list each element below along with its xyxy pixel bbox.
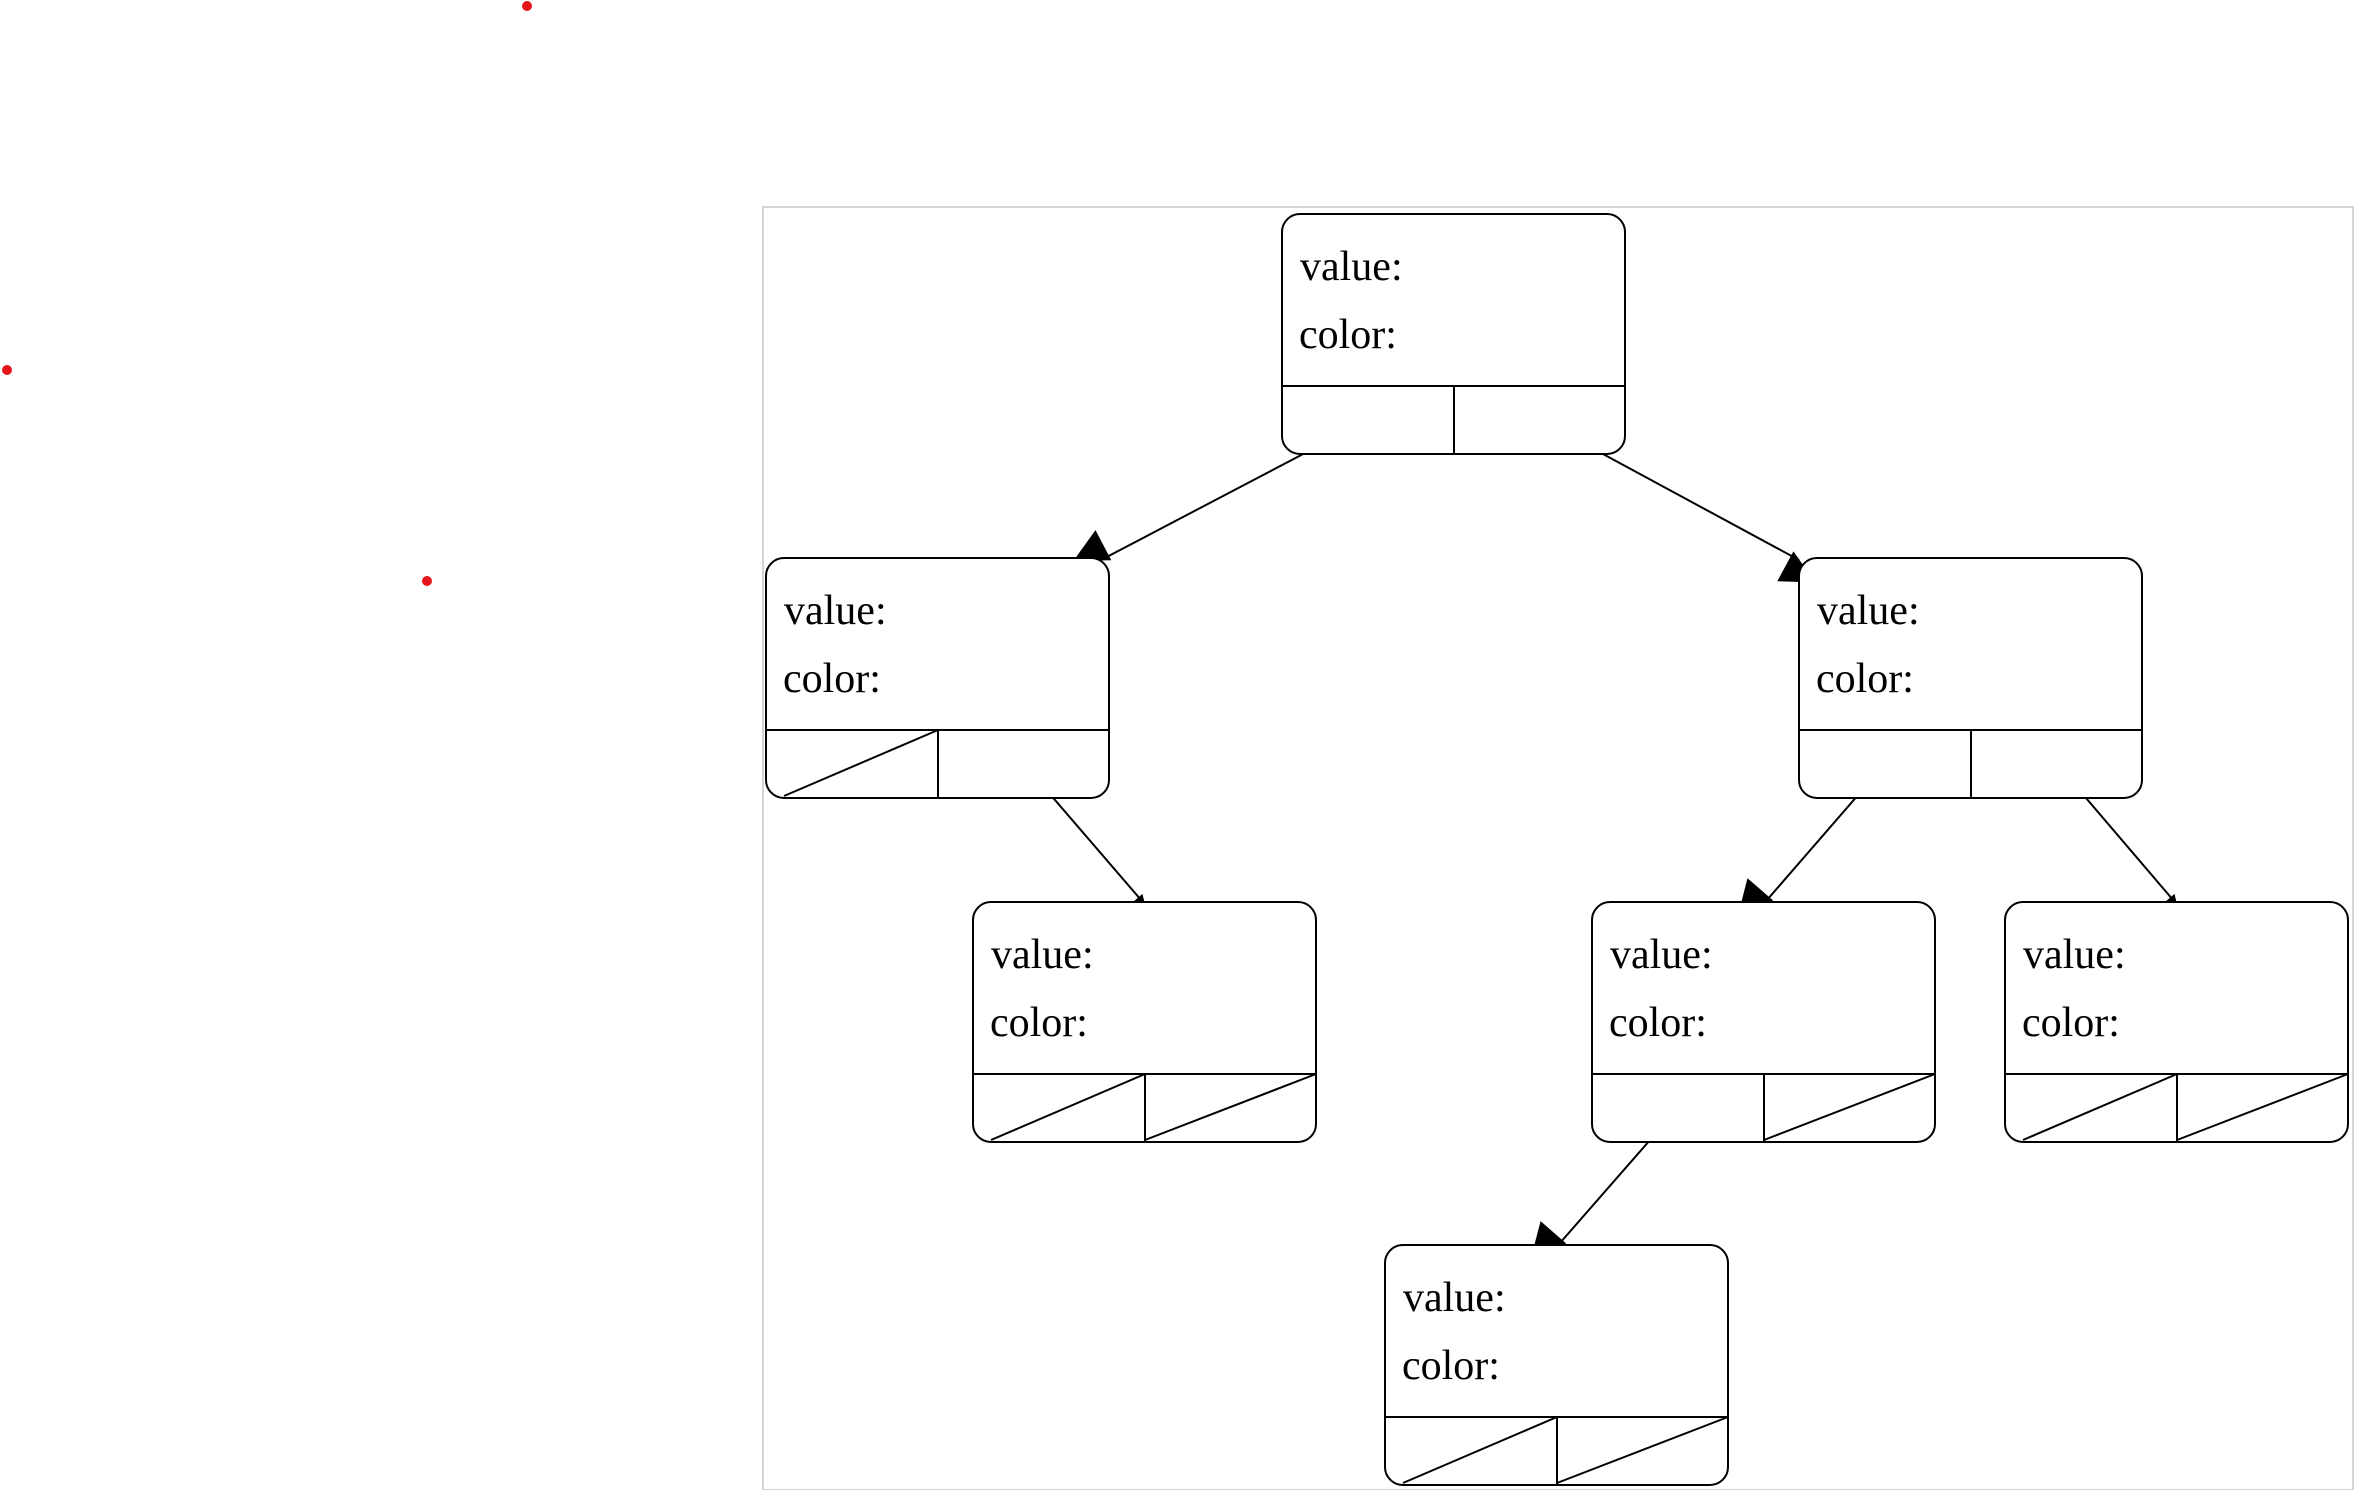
right-null-pointer <box>1763 1073 1936 1141</box>
left-null-pointer <box>783 729 939 797</box>
left-null-pointer <box>1402 1416 1558 1484</box>
color-label: color: <box>1609 1000 1707 1046</box>
tree-node: value: color: <box>1384 1244 1729 1486</box>
color-label: color: <box>2022 1000 2120 1046</box>
value-label: value: <box>1403 1275 1506 1321</box>
color-label: color: <box>1299 312 1397 358</box>
color-label: color: <box>1402 1343 1500 1389</box>
right-null-pointer <box>1556 1416 1729 1484</box>
value-label: value: <box>1300 244 1403 290</box>
tree-node: value: color: <box>1798 557 2143 799</box>
value-label: value: <box>2023 932 2126 978</box>
right-null-pointer <box>1144 1073 1317 1141</box>
color-label: color: <box>783 656 881 702</box>
red-dot-marker <box>422 576 432 586</box>
tree-node: value: color: <box>1591 901 1936 1143</box>
value-label: value: <box>1610 932 1713 978</box>
left-null-pointer <box>2022 1073 2178 1141</box>
tree-node: value: color: <box>2004 901 2349 1143</box>
tree-node: value: color: <box>765 557 1110 799</box>
nodes-layer: value:color:value:color:value:color:valu… <box>765 213 2349 1486</box>
red-dot-marker <box>522 1 532 11</box>
color-label: color: <box>990 1000 1088 1046</box>
value-label: value: <box>1817 588 1920 634</box>
left-null-pointer <box>990 1073 1146 1141</box>
value-label: value: <box>784 588 887 634</box>
right-null-pointer <box>2176 1073 2349 1141</box>
red-dot-marker <box>2 365 12 375</box>
color-label: color: <box>1816 656 1914 702</box>
tree-node: value: color: <box>972 901 1317 1143</box>
value-label: value: <box>991 932 1094 978</box>
diagram-frame <box>762 206 2354 1490</box>
tree-node: value: color: <box>1281 213 1626 455</box>
